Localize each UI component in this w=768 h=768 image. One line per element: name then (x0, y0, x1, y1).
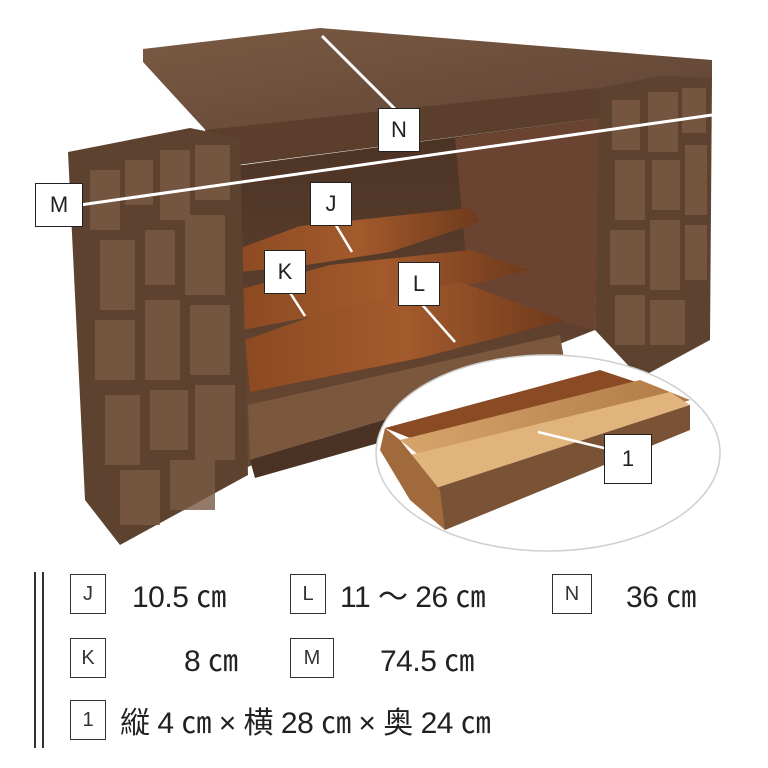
label-m: M (35, 183, 83, 227)
spec-j-key: J (70, 574, 106, 614)
spec-k: K 8 ㎝ (70, 634, 238, 682)
spec-l: L 11 〜 26 ㎝ (290, 570, 486, 618)
spec-k-key: K (70, 638, 106, 678)
spec-bar-left (34, 572, 36, 748)
spec-l-key: L (290, 574, 326, 614)
left-door-blocks (90, 145, 235, 525)
dimension-line-l (417, 299, 456, 343)
label-l: L (398, 262, 440, 306)
spec-n: N 36 ㎝ (552, 570, 696, 618)
spec-n-value: 36 ㎝ (626, 581, 696, 614)
spec-l-value: 11 〜 26 ㎝ (340, 581, 486, 614)
dimension-line-m (79, 113, 713, 207)
spec-m: M 74.5 ㎝ (290, 634, 474, 682)
shelf-l (245, 282, 565, 392)
spec-drawer-key: 1 (70, 700, 106, 740)
spec-k-value: 8 ㎝ (184, 645, 238, 678)
spec-bar-right (42, 572, 44, 748)
label-n: N (378, 108, 420, 152)
dimension-line-n (320, 34, 400, 114)
spec-m-value: 74.5 ㎝ (380, 645, 474, 678)
spec-drawer: 1 縦 4 ㎝ × 横 28 ㎝ × 奥 24 ㎝ (70, 696, 491, 744)
label-k: K (264, 250, 306, 294)
spec-j: J 10.5 ㎝ (70, 570, 226, 618)
shelf-k (238, 250, 530, 330)
dimension-line-drawer (537, 430, 613, 452)
cabinet-top (143, 28, 712, 135)
label-j: J (310, 182, 352, 226)
spec-m-key: M (290, 638, 334, 678)
label-drawer: 1 (604, 434, 652, 484)
dimension-line-j (332, 221, 354, 253)
spec-j-value: 10.5 ㎝ (132, 581, 226, 614)
spec-n-key: N (552, 574, 592, 614)
cabinet-illustration (68, 28, 721, 552)
spec-drawer-value: 縦 4 ㎝ × 横 28 ㎝ × 奥 24 ㎝ (120, 707, 491, 740)
